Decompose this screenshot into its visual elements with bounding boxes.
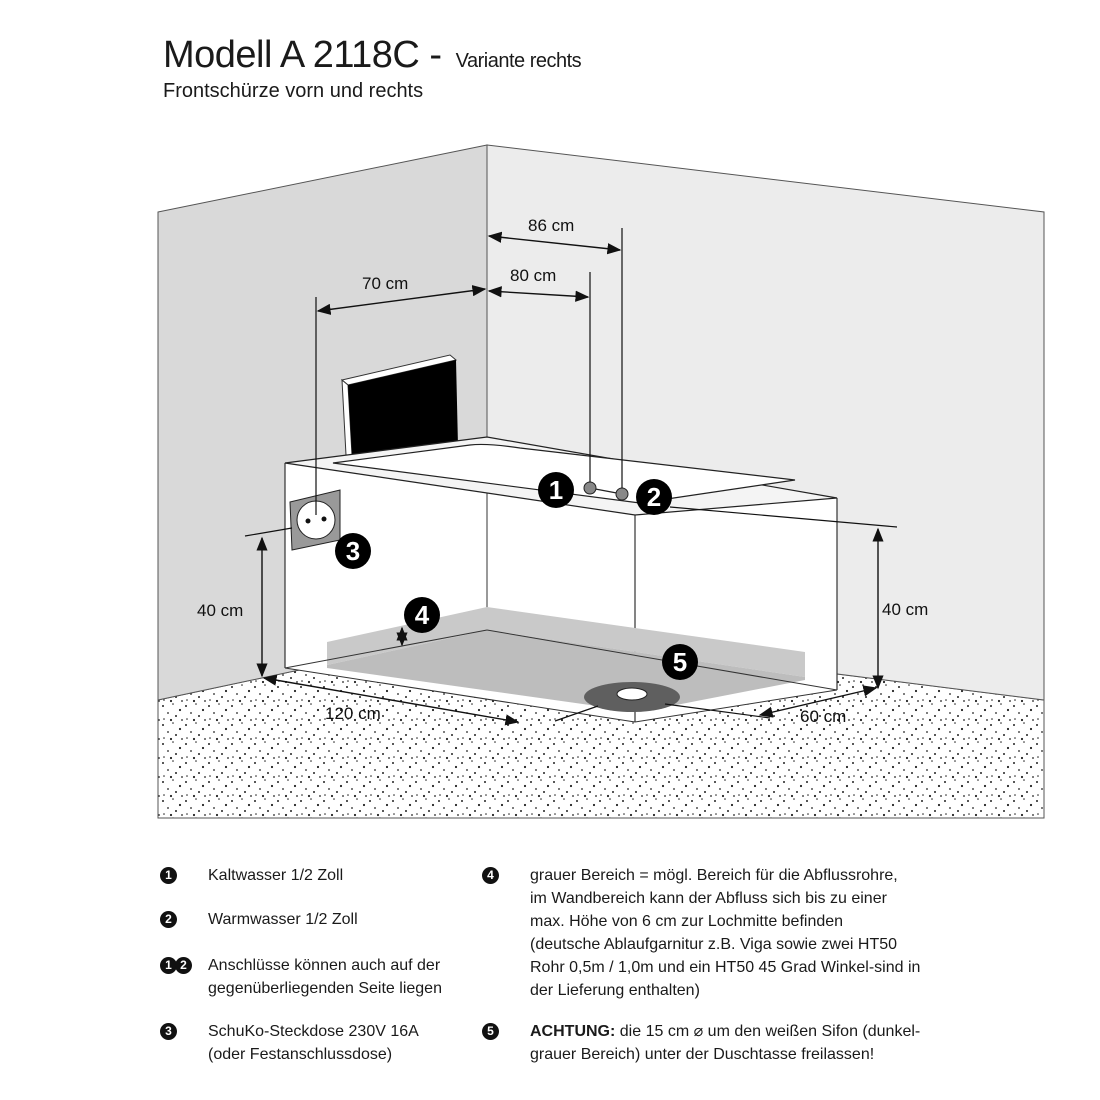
legend-line: die 15 cm ⌀ um den weißen Sifon (dunkel- [615, 1023, 921, 1040]
legend-text: SchuKo-Steckdose 230V 16A (oder Festansc… [208, 1020, 419, 1066]
legend-item-2: 2 Warmwasser 1/2 Zoll [160, 908, 358, 928]
dim-length [262, 674, 520, 726]
legend-text: Warmwasser 1/2 Zoll [208, 911, 358, 928]
headrest-panel [348, 360, 458, 455]
dim-80 [487, 286, 590, 302]
legend-line: (oder Festanschlussdose) [208, 1046, 393, 1063]
dim-length-label: 120 cm [325, 704, 381, 723]
drain-area-wall [327, 607, 805, 677]
cold-water-connector [583, 481, 597, 495]
legend-item-1: 1 Kaltwasser 1/2 Zoll [160, 864, 343, 884]
dim-80-label: 80 cm [510, 266, 556, 285]
warm-water-connector [615, 487, 629, 501]
dim-86 [487, 231, 622, 255]
svg-text:3: 3 [346, 536, 360, 566]
legend-number: 1 [160, 957, 177, 974]
marker-1: 1 [538, 472, 574, 508]
legend-item-5: 5 ACHTUNG: die 15 cm ⌀ um den weißen Sif… [482, 1020, 920, 1063]
page-title: Modell A 2118C - Variante rechts [163, 34, 582, 77]
legend-text: ACHTUNG: die 15 cm ⌀ um den weißen Sifon… [530, 1020, 920, 1066]
dim-height-right-label: 40 cm [882, 600, 928, 619]
dim-width [758, 685, 878, 718]
legend-line: (deutsche Ablaufgarnitur z.B. Viga sowie… [530, 936, 898, 953]
legend-text: Anschlüsse können auch auf der gegenüber… [208, 954, 442, 1000]
subtitle: Frontschürze vorn und rechts [163, 80, 424, 102]
legend-line: grauer Bereich) unter der Duschtasse fre… [530, 1046, 875, 1063]
dim-86-label: 86 cm [528, 216, 574, 235]
dim-70-label: 70 cm [362, 274, 408, 293]
dim-width-label: 60 cm [800, 707, 846, 726]
legend-line: gegenüberliegenden Seite liegen [208, 980, 442, 997]
legend-number: 3 [160, 1023, 177, 1040]
marker-3: 3 [335, 533, 371, 569]
legend-text: grauer Bereich = mögl. Bereich für die A… [530, 864, 920, 1002]
legend-line: Anschlüsse können auch auf der [208, 957, 441, 974]
legend-number: 1 [160, 867, 177, 884]
legend-number: 2 [160, 911, 177, 928]
legend-line: max. Höhe von 6 cm zur Lochmitte befinde… [530, 913, 844, 930]
marker-5: 5 [662, 644, 698, 680]
svg-text:2: 2 [647, 482, 661, 512]
svg-text:4: 4 [415, 600, 430, 630]
legend-line: grauer Bereich = mögl. Bereich für die A… [530, 867, 898, 884]
legend-warning: ACHTUNG: [530, 1023, 616, 1040]
sifon-hole [616, 687, 648, 701]
tub-basin [332, 443, 796, 504]
legend-line: Rohr 0,5m / 1,0m und ein HT50 45 Grad Wi… [530, 959, 921, 976]
marker-2: 2 [636, 479, 672, 515]
legend-item-3: 3 SchuKo-Steckdose 230V 16A (oder Festan… [160, 1020, 419, 1063]
legend-text: Kaltwasser 1/2 Zoll [208, 867, 344, 884]
svg-text:5: 5 [673, 647, 687, 677]
legend-line: im Wandbereich kann der Abfluss sich bis… [530, 890, 887, 907]
legend-line: SchuKo-Steckdose 230V 16A [208, 1023, 419, 1040]
drain-area-floor [327, 630, 805, 712]
model-title: Modell A 2118C - [163, 34, 442, 76]
legend-item-4: 4 grauer Bereich = mögl. Bereich für die… [482, 864, 920, 999]
dim-70 [316, 285, 487, 315]
variant-label: Variante rechts [455, 50, 582, 72]
legend-number: 4 [482, 867, 499, 884]
dim-height-left-label: 40 cm [197, 601, 243, 620]
svg-text:1: 1 [549, 475, 563, 505]
legend-item-1-2: 1 2 Anschlüsse können auch auf der gegen… [160, 954, 442, 997]
legend-number: 2 [175, 957, 192, 974]
marker-4: 4 [404, 597, 440, 633]
legend-number: 5 [482, 1023, 499, 1040]
legend-line: der Lieferung enthalten) [530, 982, 700, 999]
